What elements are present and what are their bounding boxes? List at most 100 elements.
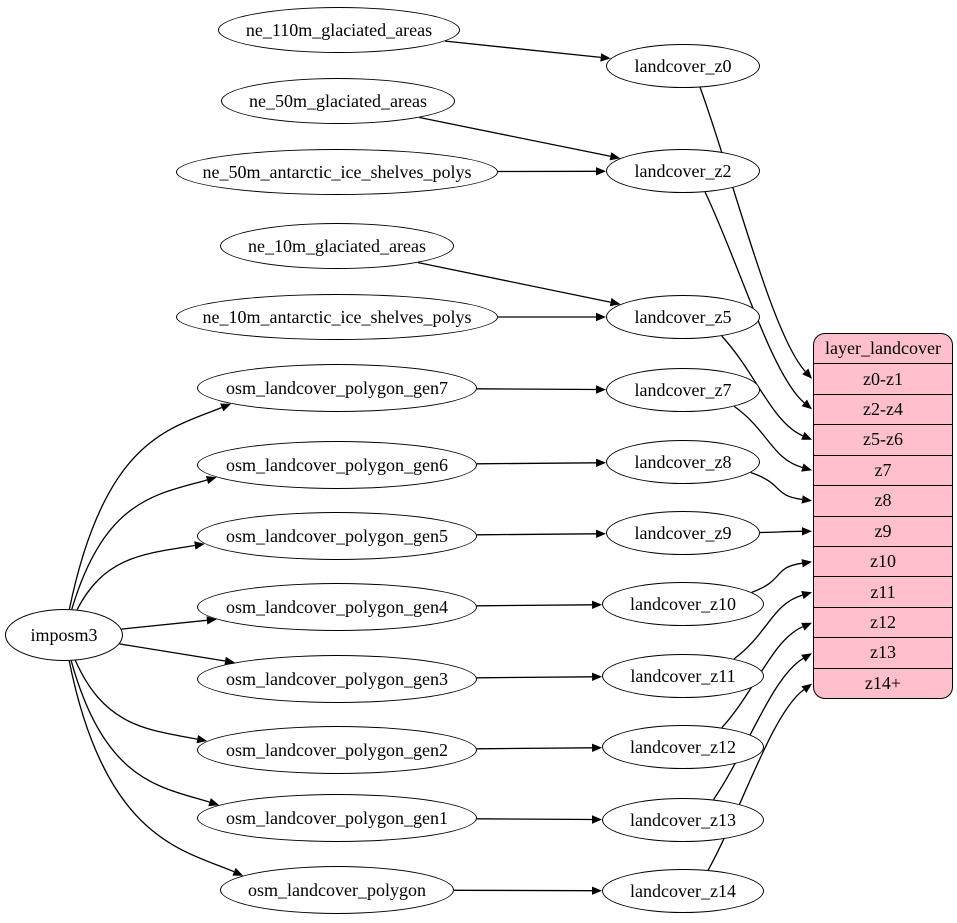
edge-imposm3-osm_landcover_polygon_gen5-arrowhead	[194, 541, 205, 550]
node-osm_landcover_polygon_gen1: osm_landcover_polygon_gen1	[197, 794, 477, 842]
node-label: ne_110m_glaciated_areas	[245, 20, 433, 40]
table-row-z5-z6: z5-z6	[814, 424, 952, 454]
edge-ne_50m_glaciated_areas-landcover_z2	[419, 116, 611, 157]
node-ne_10m_antarctic_ice_shelves_polys: ne_10m_antarctic_ice_shelves_polys	[176, 294, 498, 340]
node-landcover_z10: landcover_z10	[602, 582, 764, 626]
edge-osm_landcover_polygon_gen5-landcover_z9-arrowhead	[596, 529, 606, 538]
node-osm_landcover_polygon: osm_landcover_polygon	[220, 866, 454, 914]
node-label: osm_landcover_polygon_gen2	[226, 740, 448, 760]
edge-osm_landcover_polygon_gen6-landcover_z8-arrowhead	[596, 458, 606, 467]
table-row-z2-z4: z2-z4	[814, 393, 952, 424]
node-landcover_z12: landcover_z12	[602, 725, 764, 769]
table-title: layer_landcover	[825, 338, 941, 359]
edge-imposm3-osm_landcover_polygon_gen3	[119, 643, 226, 662]
edge-landcover_z9-layer_landcover-z9	[759, 530, 803, 534]
node-ne_110m_glaciated_areas: ne_110m_glaciated_areas	[218, 7, 460, 53]
edge-landcover_z10-layer_landcover-z10-arrowhead	[801, 559, 812, 568]
edge-landcover_z11-layer_landcover-z11-arrowhead	[801, 591, 812, 600]
edge-landcover_z2-layer_landcover-z2-z4-arrowhead	[801, 399, 812, 410]
edge-landcover_z13-layer_landcover-z13-arrowhead	[801, 653, 812, 662]
edge-landcover_z8-layer_landcover-z8-arrowhead	[801, 495, 812, 504]
node-label: osm_landcover_polygon_gen6	[226, 455, 448, 475]
node-label: landcover_z10	[630, 594, 736, 614]
edge-osm_landcover_polygon-landcover_z14-arrowhead	[592, 886, 602, 895]
node-label: landcover_z9	[634, 523, 732, 543]
node-ne_50m_antarctic_ice_shelves_polys: ne_50m_antarctic_ice_shelves_polys	[176, 149, 498, 195]
edge-landcover_z0-layer_landcover-z0-z1	[699, 87, 806, 372]
node-landcover_z14: landcover_z14	[602, 869, 764, 913]
node-label: landcover_z7	[634, 380, 732, 400]
node-label: ne_10m_glaciated_areas	[248, 236, 426, 256]
edge-landcover_z5-layer_landcover-z5-z6	[721, 335, 804, 437]
table-row-z14+: z14+	[814, 667, 952, 698]
edge-landcover_z12-layer_landcover-z12-arrowhead	[801, 622, 812, 631]
edge-imposm3-osm_landcover_polygon_gen7	[68, 406, 223, 610]
node-label: landcover_z0	[634, 56, 732, 76]
edge-landcover_z5-layer_landcover-z5-z6-arrowhead	[801, 431, 812, 440]
node-ne_10m_glaciated_areas: ne_10m_glaciated_areas	[220, 223, 454, 269]
node-label: osm_landcover_polygon_gen3	[226, 669, 448, 689]
edge-imposm3-osm_landcover_polygon_gen7-arrowhead	[220, 403, 232, 412]
edge-osm_landcover_polygon_gen2-landcover_z12	[476, 747, 593, 750]
node-label: osm_landcover_polygon_gen4	[226, 597, 448, 617]
edge-imposm3-osm_landcover_polygon_gen6-arrowhead	[205, 476, 217, 484]
node-label: ne_50m_antarctic_ice_shelves_polys	[202, 162, 472, 182]
node-landcover_z7: landcover_z7	[606, 368, 760, 412]
edge-landcover_z12-layer_landcover-z12	[721, 626, 804, 729]
edge-ne_10m_glaciated_areas-landcover_z5	[417, 261, 611, 303]
table-row-z10: z10	[814, 545, 952, 576]
edge-imposm3-osm_landcover_polygon_gen1-arrowhead	[208, 798, 220, 807]
node-osm_landcover_polygon_gen7: osm_landcover_polygon_gen7	[197, 364, 477, 412]
edge-landcover_z8-layer_landcover-z8	[750, 471, 803, 501]
node-landcover_z9: landcover_z9	[606, 511, 760, 555]
edge-landcover_z7-layer_landcover-z7	[733, 405, 803, 469]
edge-osm_landcover_polygon_gen3-landcover_z11	[476, 676, 593, 679]
table-row-z8: z8	[814, 485, 952, 515]
node-osm_landcover_polygon_gen4: osm_landcover_polygon_gen4	[197, 583, 477, 631]
edge-imposm3-osm_landcover_polygon_gen1	[70, 660, 210, 803]
node-landcover_z8: landcover_z8	[606, 440, 760, 484]
edge-ne_10m_antarctic_ice_shelves_polys-landcover_z5-arrowhead	[596, 312, 606, 322]
edge-osm_landcover_polygon_gen4-landcover_z10	[476, 604, 593, 607]
edge-landcover_z11-layer_landcover-z11	[733, 594, 803, 660]
edge-osm_landcover_polygon_gen7-landcover_z7-arrowhead	[596, 385, 606, 394]
edge-osm_landcover_polygon_gen2-landcover_z12-arrowhead	[592, 743, 602, 752]
node-label: osm_landcover_polygon_gen7	[226, 378, 448, 398]
node-osm_landcover_polygon_gen5: osm_landcover_polygon_gen5	[197, 512, 477, 560]
table-row-z13: z13	[814, 637, 952, 667]
edge-imposm3-osm_landcover_polygon_gen2	[74, 660, 198, 740]
node-imposm3: imposm3	[5, 609, 123, 661]
edge-osm_landcover_polygon_gen3-landcover_z11-arrowhead	[592, 672, 602, 681]
node-label: ne_10m_antarctic_ice_shelves_polys	[202, 307, 472, 327]
edge-landcover_z14-layer_landcover-z14+	[707, 689, 805, 871]
node-label: landcover_z5	[634, 307, 732, 327]
node-label: landcover_z13	[630, 810, 736, 830]
node-osm_landcover_polygon_gen3: osm_landcover_polygon_gen3	[197, 655, 477, 703]
node-ne_50m_glaciated_areas: ne_50m_glaciated_areas	[221, 78, 455, 124]
node-label: imposm3	[30, 625, 98, 645]
node-landcover_z5: landcover_z5	[606, 295, 760, 339]
table-row-z12: z12	[814, 606, 952, 637]
table-row-z7: z7	[814, 454, 952, 485]
edge-imposm3-osm_landcover_polygon_gen4	[121, 619, 207, 630]
edge-landcover_z9-layer_landcover-z9-arrowhead	[802, 527, 812, 536]
node-label: landcover_z14	[630, 881, 736, 901]
node-label: landcover_z12	[630, 737, 736, 757]
node-label: osm_landcover_polygon_gen1	[226, 808, 448, 828]
edge-imposm3-osm_landcover_polygon-arrowhead	[232, 867, 244, 876]
edge-osm_landcover_polygon_gen1-landcover_z13	[476, 818, 593, 821]
edge-ne_50m_antarctic_ice_shelves_polys-landcover_z2-arrowhead	[596, 167, 606, 176]
node-label: landcover_z11	[630, 666, 736, 686]
edge-imposm3-osm_landcover_polygon_gen5	[76, 544, 195, 610]
node-landcover_z11: landcover_z11	[602, 654, 764, 698]
node-label: ne_50m_glaciated_areas	[249, 91, 427, 111]
edge-ne_110m_glaciated_areas-landcover_z0	[444, 40, 601, 59]
edge-osm_landcover_polygon_gen7-landcover_z7	[476, 388, 597, 391]
node-label: osm_landcover_polygon	[248, 880, 426, 900]
edge-imposm3-osm_landcover_polygon_gen6	[71, 479, 208, 610]
edge-landcover_z10-layer_landcover-z10	[751, 562, 803, 594]
edge-ne_110m_glaciated_areas-landcover_z0-arrowhead	[600, 53, 611, 62]
edge-landcover_z7-layer_landcover-z7-arrowhead	[801, 463, 812, 472]
